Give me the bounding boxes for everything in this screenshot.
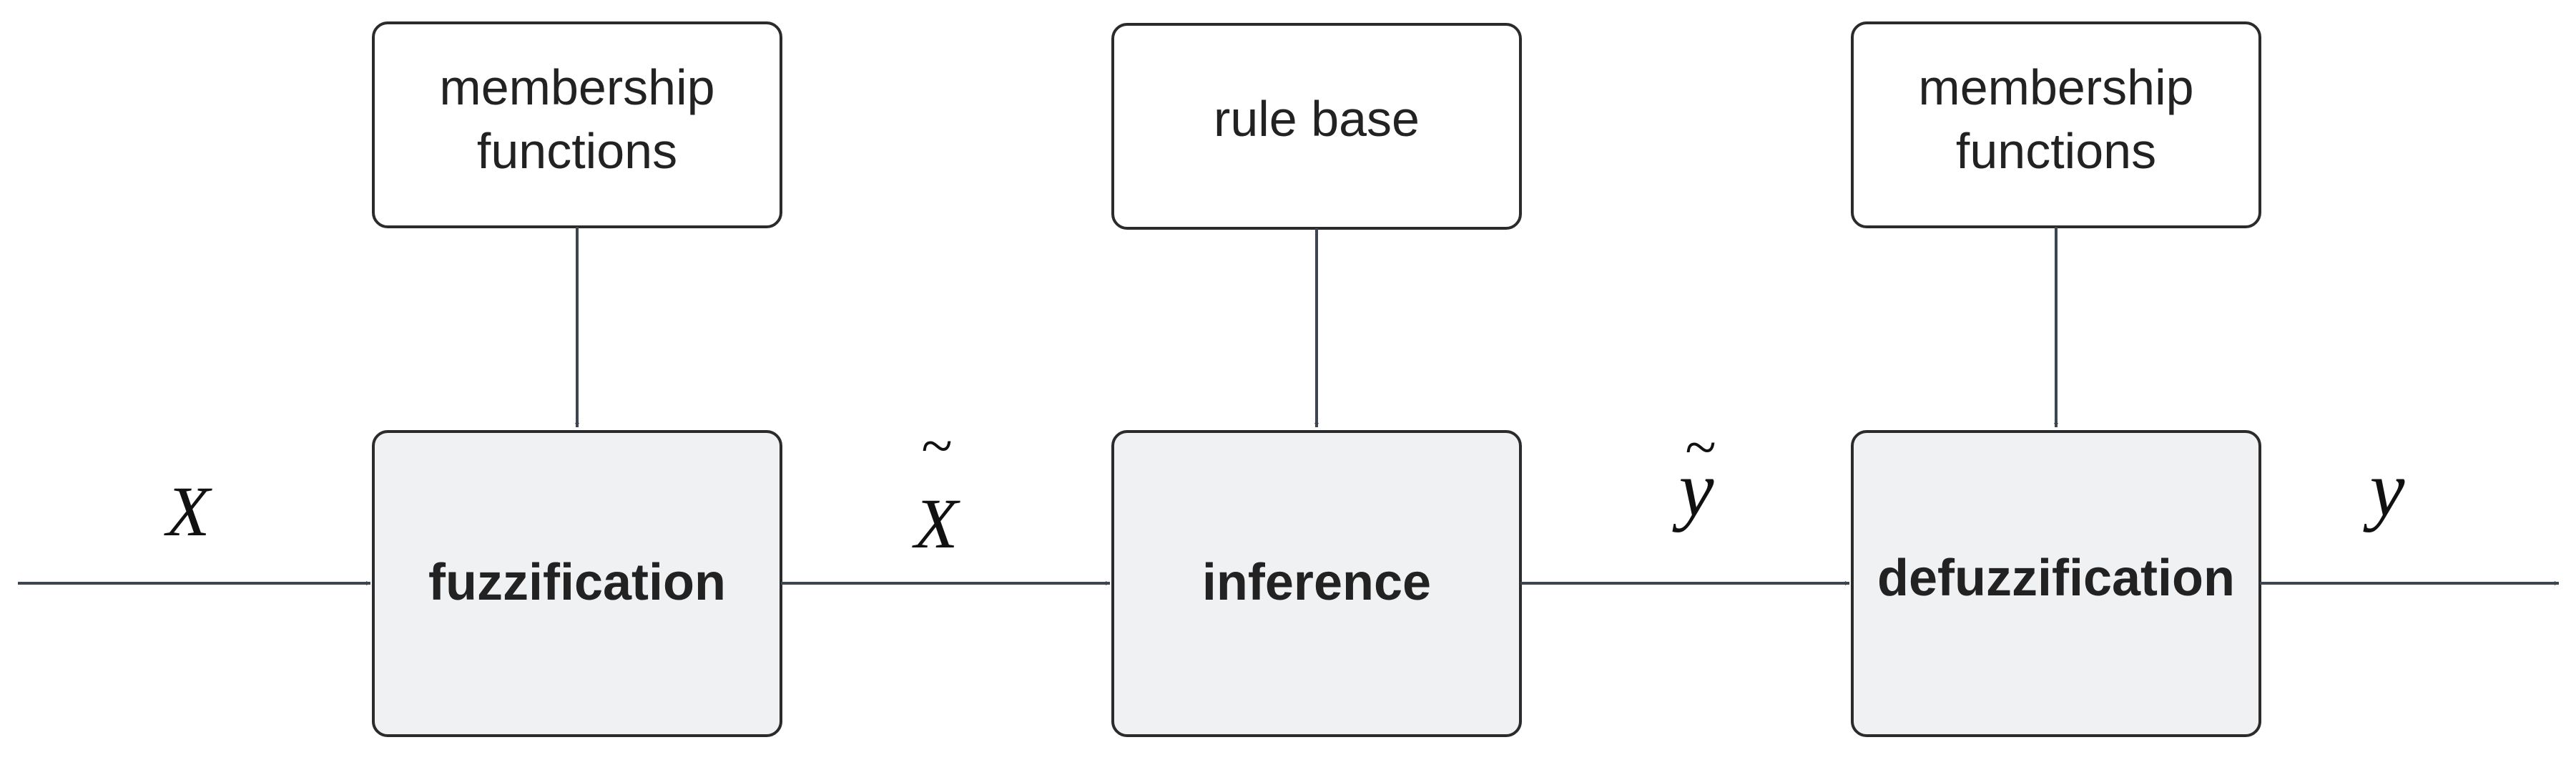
input-signal-label: X xyxy=(163,472,212,551)
inference-label: inference xyxy=(1202,554,1431,611)
inference-box: inference xyxy=(1111,430,1522,737)
rule-base-label: rule base xyxy=(1214,91,1420,147)
fuzzy-output-signal-label: ~ y xyxy=(1672,416,1716,532)
membership-functions-input-line2: functions xyxy=(477,123,677,179)
fuzzy-input-tilde: ~ xyxy=(920,415,951,478)
fuzzification-box: fuzzification xyxy=(372,430,782,737)
membership-functions-output-line2: functions xyxy=(1956,123,2156,179)
defuzzification-label: defuzzification xyxy=(1877,550,2235,607)
defuzzification-box: defuzzification xyxy=(1851,430,2261,737)
membership-functions-input-line1: membership xyxy=(439,59,714,115)
fuzzy-input-signal-label: ~ X xyxy=(911,415,960,563)
output-signal-label: y xyxy=(2363,445,2405,532)
fuzzy-input-symbol: X xyxy=(911,484,960,563)
rule-base-box: rule base xyxy=(1111,23,1522,230)
fuzzification-label: fuzzification xyxy=(428,554,726,611)
membership-functions-input-box: membership functions xyxy=(372,21,782,228)
fuzzy-output-tilde: ~ xyxy=(1684,416,1715,479)
membership-functions-output-box: membership functions xyxy=(1851,21,2261,228)
fuzzy-output-symbol: y xyxy=(1672,445,1714,532)
membership-functions-output-line1: membership xyxy=(1918,59,2193,115)
